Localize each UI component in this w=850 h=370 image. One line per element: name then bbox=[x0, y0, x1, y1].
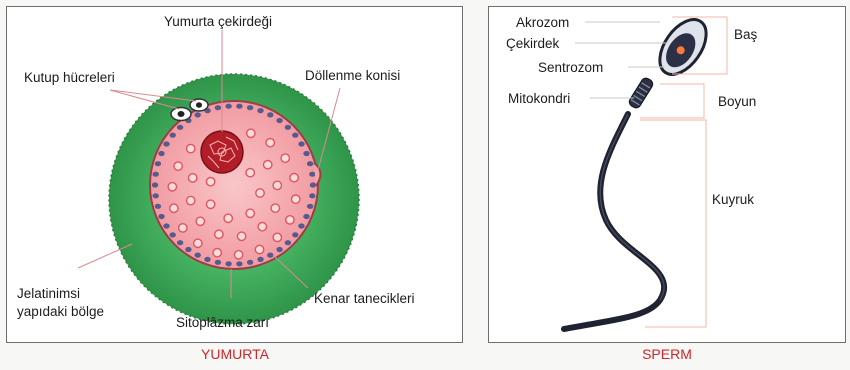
membrane-granule bbox=[267, 112, 273, 117]
cytoplasm-granule bbox=[264, 161, 272, 169]
membrane-granule bbox=[298, 223, 304, 228]
cytoplasm-granule bbox=[170, 204, 178, 212]
membrane-granule bbox=[276, 118, 282, 123]
cytoplasm-granule bbox=[206, 178, 214, 186]
membrane-granule bbox=[153, 193, 159, 198]
cytoplasm-granule bbox=[290, 174, 298, 182]
cytoplasm-granule bbox=[246, 169, 254, 177]
label-sperm-nucleus: Çekirdek bbox=[506, 36, 560, 51]
cytoplasm-granule bbox=[246, 209, 254, 217]
cytoplasm-granule bbox=[187, 144, 195, 152]
membrane-granule bbox=[236, 261, 242, 266]
label-neck: Boyun bbox=[718, 94, 756, 109]
cytoplasm-granule bbox=[258, 223, 266, 231]
membrane-granule bbox=[276, 247, 282, 252]
cytoplasm-granule bbox=[281, 154, 289, 162]
cytoplasm-granule bbox=[247, 129, 255, 137]
cytoplasm-granule bbox=[179, 224, 187, 232]
membrane-granule bbox=[155, 161, 161, 166]
membrane-granule bbox=[285, 125, 291, 130]
cytoplasm-granule bbox=[234, 251, 242, 259]
sperm-midpiece bbox=[627, 76, 654, 109]
label-polar-bodies: Kutup hücreleri bbox=[24, 70, 115, 85]
membrane-granule bbox=[185, 247, 191, 252]
label-tail: Kuyruk bbox=[712, 192, 754, 207]
membrane-granule bbox=[163, 223, 169, 228]
cytoplasm-granule bbox=[189, 174, 197, 182]
cytoplasm-granule bbox=[255, 245, 263, 253]
label-jelly-line2: yapıdaki bölge bbox=[17, 304, 104, 319]
membrane-granule bbox=[267, 253, 273, 258]
membrane-granule bbox=[303, 214, 309, 219]
membrane-granule bbox=[158, 214, 164, 219]
cytoplasm-granule bbox=[206, 200, 214, 208]
cytoplasm-granule bbox=[271, 204, 279, 212]
sperm-illustration: Akrozom Çekirdek Sentrozom Mitokondri Ba… bbox=[506, 11, 758, 329]
cytoplasm-granule bbox=[213, 249, 221, 257]
membrane-granule bbox=[225, 261, 231, 266]
label-head: Baş bbox=[734, 27, 758, 42]
membrane-granule bbox=[292, 232, 298, 237]
sperm-head bbox=[650, 11, 715, 82]
membrane-granule bbox=[195, 112, 201, 117]
cytoplasm-granule bbox=[194, 239, 202, 247]
label-egg-nucleus: Yumurta çekirdeği bbox=[164, 14, 272, 29]
membrane-granule bbox=[303, 151, 309, 156]
cytoplasm-granule bbox=[292, 195, 300, 203]
membrane-granule bbox=[307, 204, 313, 209]
membrane-granule bbox=[225, 104, 231, 109]
membrane-granule bbox=[247, 105, 253, 110]
cytoplasm-granule bbox=[237, 232, 245, 240]
label-jelly-line1: Jelatinimsi bbox=[17, 286, 80, 301]
egg-caption: YUMURTA bbox=[135, 346, 335, 362]
cytoplasm-granule bbox=[187, 196, 195, 204]
cytoplasm-granule bbox=[215, 230, 223, 238]
cytoplasm-granule bbox=[286, 216, 294, 224]
membrane-granule bbox=[309, 172, 315, 177]
membrane-granule bbox=[177, 125, 183, 130]
cytoplasm-granule bbox=[273, 181, 281, 189]
membrane-granule bbox=[170, 133, 176, 138]
membrane-granule bbox=[285, 240, 291, 245]
membrane-granule bbox=[152, 182, 158, 187]
label-cortical-granules: Kenar tanecikleri bbox=[314, 291, 415, 306]
label-mitochondria: Mitokondri bbox=[508, 91, 570, 106]
membrane-granule bbox=[153, 172, 159, 177]
membrane-granule bbox=[163, 141, 169, 146]
label-membrane: Sitoplâzma zarı bbox=[176, 315, 269, 330]
membrane-granule bbox=[309, 193, 315, 198]
label-centrosome: Sentrozom bbox=[538, 60, 603, 75]
membrane-granule bbox=[170, 232, 176, 237]
membrane-granule bbox=[247, 260, 253, 265]
membrane-granule bbox=[177, 240, 183, 245]
membrane-granule bbox=[215, 105, 221, 110]
cytoplasm-granule bbox=[256, 189, 264, 197]
cytoplasm-granule bbox=[273, 233, 281, 241]
membrane-granule bbox=[236, 104, 242, 109]
membrane-granule bbox=[307, 161, 313, 166]
sperm-caption: SPERM bbox=[567, 346, 767, 362]
cytoplasm-granule bbox=[266, 139, 274, 147]
membrane-granule bbox=[155, 204, 161, 209]
cytoplasm-granule bbox=[224, 214, 232, 222]
label-fertilization-cone: Döllenme konisi bbox=[305, 68, 400, 83]
membrane-granule bbox=[215, 260, 221, 265]
membrane-granule bbox=[204, 257, 210, 262]
membrane-granule bbox=[257, 108, 263, 113]
membrane-granule bbox=[195, 253, 201, 258]
membrane-granule bbox=[158, 151, 164, 156]
cytoplasm-granule bbox=[168, 183, 176, 191]
cytoplasm-granule bbox=[196, 217, 204, 225]
membrane-granule bbox=[257, 257, 263, 262]
membrane-granule bbox=[298, 141, 304, 146]
sperm-tail bbox=[564, 114, 664, 329]
egg-illustration: Yumurta çekirdeği Kutup hücreleri Döllen… bbox=[17, 14, 415, 330]
membrane-granule bbox=[310, 182, 316, 187]
label-acrosome: Akrozom bbox=[516, 15, 569, 30]
cytoplasm-granule bbox=[174, 162, 182, 170]
membrane-granule bbox=[292, 133, 298, 138]
egg-nucleus bbox=[201, 131, 243, 173]
